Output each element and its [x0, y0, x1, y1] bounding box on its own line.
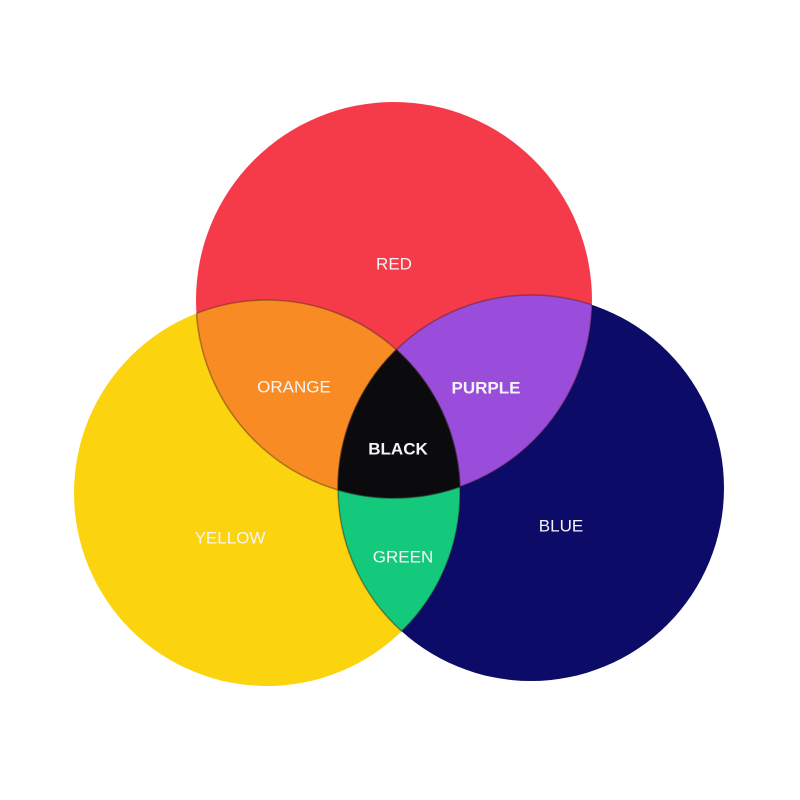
label-green: GREEN: [373, 547, 433, 566]
label-blue: BLUE: [539, 516, 583, 535]
label-yellow: YELLOW: [195, 528, 266, 547]
label-black: BLACK: [368, 439, 428, 458]
label-orange: ORANGE: [257, 377, 331, 396]
label-purple: PURPLE: [452, 378, 521, 397]
label-red: RED: [376, 254, 412, 273]
